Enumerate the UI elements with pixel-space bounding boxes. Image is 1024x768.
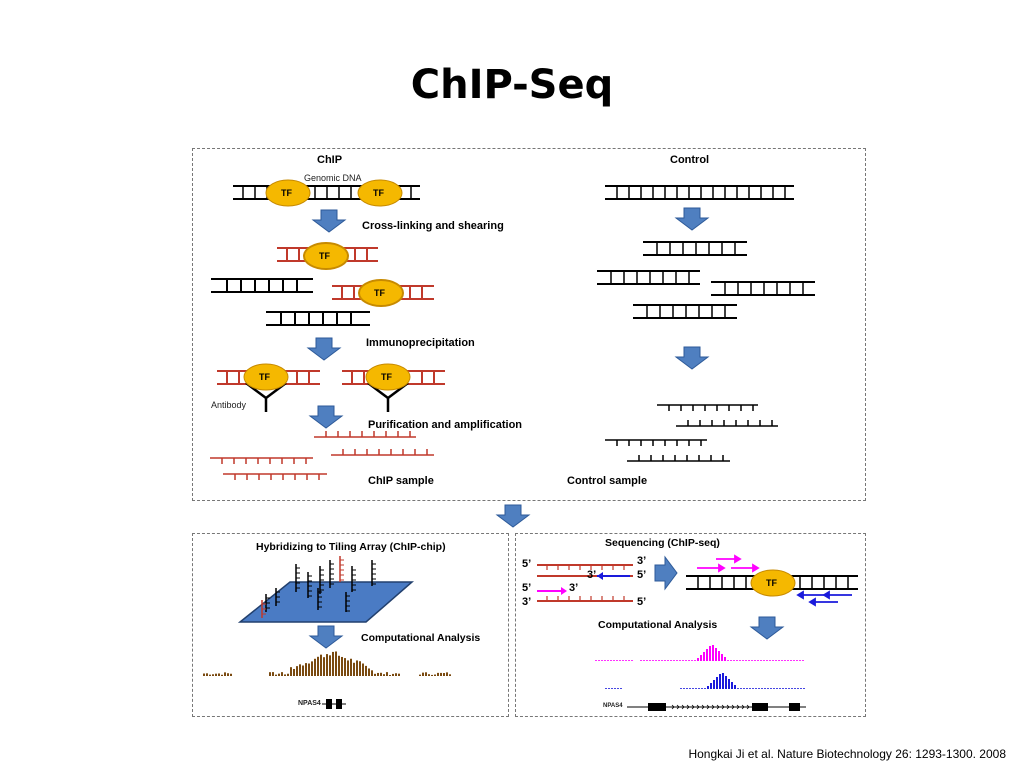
chip-header: ChIP xyxy=(317,154,343,166)
control-sample-strands xyxy=(605,404,778,462)
control-fragments xyxy=(597,241,815,319)
chip-seq-dna xyxy=(686,554,858,607)
tf-label: TF xyxy=(381,372,392,382)
tf-protein xyxy=(243,363,289,391)
chip-control-panel xyxy=(192,148,866,501)
down-arrow xyxy=(749,616,785,640)
down-arrow xyxy=(306,337,342,361)
tf-label: TF xyxy=(766,578,777,588)
tf-label: TF xyxy=(373,188,384,198)
citation: Hongkai Ji et al. Nature Biotechnology 2… xyxy=(688,747,1006,761)
tf-label: TF xyxy=(319,251,330,261)
strand-end-label: 5’ xyxy=(522,558,532,570)
tf-protein xyxy=(358,279,404,307)
tf-label: TF xyxy=(374,288,385,298)
chip-seq-forward-track xyxy=(595,645,804,661)
genomic-dna-label: Genomic DNA xyxy=(304,173,362,183)
chip-chip-panel xyxy=(192,533,509,717)
chip-genomic-dna xyxy=(233,179,420,207)
strand-end-label: 5’ xyxy=(637,596,647,608)
right-arrow xyxy=(654,555,678,591)
slide-title: ChIP-Seq xyxy=(410,62,614,108)
step-purification: Purification and amplification xyxy=(368,419,523,431)
tf-protein xyxy=(357,179,403,207)
down-arrow xyxy=(495,504,531,528)
down-arrow xyxy=(308,625,344,649)
tf-protein xyxy=(265,179,311,207)
down-arrow xyxy=(311,209,347,233)
chip-seq-panel xyxy=(515,533,866,717)
down-arrow xyxy=(308,405,344,429)
step-immunoprecipitation: Immunoprecipitation xyxy=(366,337,475,349)
tiling-array xyxy=(237,556,415,623)
chip-chip-title: Hybridizing to Tiling Array (ChIP-chip) xyxy=(256,541,446,553)
tf-protein xyxy=(303,242,349,270)
sequencing-reads xyxy=(537,564,633,602)
immunoprecipitated-complexes xyxy=(217,363,445,412)
tf-label: TF xyxy=(259,372,270,382)
chip-sample-strands xyxy=(210,431,434,480)
strand-end-label: 3’ xyxy=(637,555,647,567)
control-fragment-rungs xyxy=(610,242,804,318)
flow-arrows xyxy=(306,207,785,649)
chip-fragments xyxy=(211,242,434,326)
chip-chip-signal-track xyxy=(203,651,451,676)
strand-end-label: 3’ xyxy=(587,569,597,581)
gene-model xyxy=(627,703,806,711)
gene-name: NPAS4 xyxy=(298,700,321,707)
strand-end-label: 3’ xyxy=(522,596,532,608)
down-arrow xyxy=(674,207,710,231)
strand-end-label: 5’ xyxy=(522,582,532,594)
control-genomic-dna xyxy=(605,185,794,200)
tf-label: TF xyxy=(281,188,292,198)
computational-analysis-label: Computational Analysis xyxy=(598,619,718,631)
chip-sample-label: ChIP sample xyxy=(368,475,434,487)
strand-end-label: 3’ xyxy=(569,582,579,594)
step-crosslinking: Cross-linking and shearing xyxy=(362,220,504,232)
chip-seq-reverse-track xyxy=(605,673,805,689)
gene-name: NPAS4 xyxy=(603,703,623,709)
tf-protein xyxy=(365,363,411,391)
computational-analysis-label: Computational Analysis xyxy=(361,632,481,644)
control-sample-label: Control sample xyxy=(567,475,648,487)
tf-protein xyxy=(750,569,796,597)
strand-end-label: 5’ xyxy=(637,569,647,581)
control-header: Control xyxy=(670,154,710,166)
down-arrow xyxy=(674,346,710,370)
gene-model xyxy=(322,699,346,709)
chip-seq-title: Sequencing (ChIP-seq) xyxy=(605,537,720,549)
antibody-label: Antibody xyxy=(211,400,247,410)
